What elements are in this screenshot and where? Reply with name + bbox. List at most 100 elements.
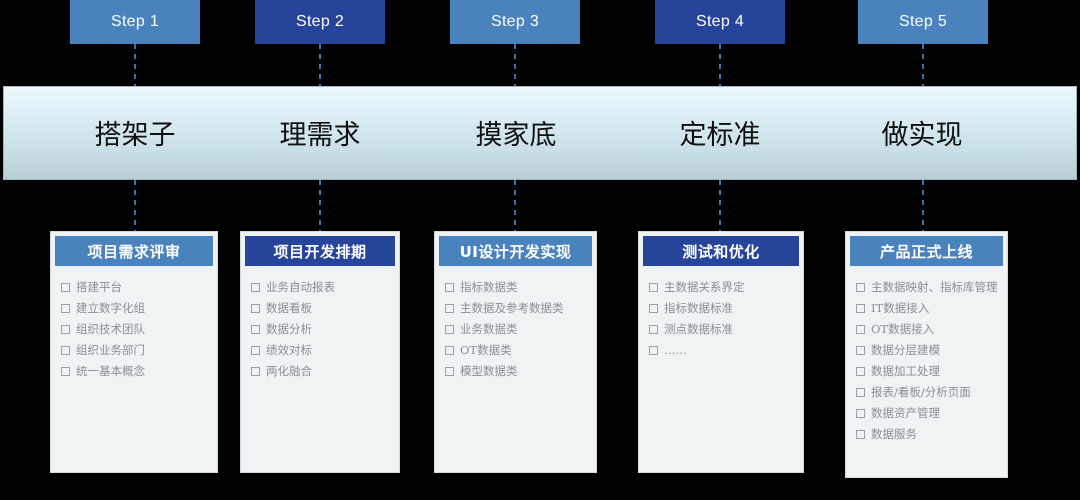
checkbox-square-icon <box>251 325 260 334</box>
step-box-1-label: Step 1 <box>110 13 160 30</box>
list-item: 指标数据标准 <box>649 299 795 318</box>
detail-card-2-list: 业务自动报表 数据看板 数据分析 绩效对标 两化融合 <box>241 266 399 391</box>
banner-label-1: 搭架子 <box>94 120 176 151</box>
list-item: 主数据及参考数据类 <box>445 299 588 318</box>
connector-step-2-lower <box>319 180 321 232</box>
connector-step-1-lower <box>134 180 136 232</box>
detail-card-5-header: 产品正式上线 <box>850 236 1003 266</box>
checkbox-square-icon <box>856 283 865 292</box>
checkbox-square-icon <box>856 325 865 334</box>
step-box-3[interactable]: Step 3 <box>450 0 580 44</box>
list-item: 组织业务部门 <box>61 341 209 360</box>
banner-label-4: 定标准 <box>679 120 761 151</box>
connector-step-1-upper <box>134 44 136 86</box>
detail-card-5: 产品正式上线 主数据映射、指标库管理 IT数据接入 OT数据接入 数据分层建模 … <box>845 231 1008 478</box>
detail-card-2-title: 项目开发排期 <box>273 242 367 261</box>
phase-banner: 搭架子 理需求 摸家底 定标准 做实现 <box>3 86 1077 180</box>
detail-card-1-list: 搭建平台 建立数字化组 组织技术团队 组织业务部门 统一基本概念 <box>51 266 217 391</box>
detail-card-3-header: UI设计开发实现 <box>439 236 592 266</box>
checkbox-square-icon <box>856 346 865 355</box>
list-item: 测点数据标准 <box>649 320 795 339</box>
list-item: 数据资产管理 <box>856 404 999 423</box>
detail-card-3-title: UI设计开发实现 <box>459 242 572 261</box>
list-item: 组织技术团队 <box>61 320 209 339</box>
checkbox-square-icon <box>61 346 70 355</box>
detail-card-5-title: 产品正式上线 <box>879 242 973 261</box>
detail-card-4-list: 主数据关系界定 指标数据标准 测点数据标准 …… <box>639 266 803 370</box>
detail-card-4-header: 测试和优化 <box>643 236 799 266</box>
list-item: 主数据映射、指标库管理 <box>856 278 999 297</box>
checkbox-square-icon <box>61 367 70 376</box>
checkbox-square-icon <box>856 304 865 313</box>
list-item: OT数据类 <box>445 341 588 360</box>
checkbox-square-icon <box>445 346 454 355</box>
list-item: IT数据接入 <box>856 299 999 318</box>
checkbox-square-icon <box>445 325 454 334</box>
list-item: 统一基本概念 <box>61 362 209 381</box>
banner-label-3: 摸家底 <box>475 120 557 151</box>
step-box-4-label: Step 4 <box>695 13 745 30</box>
connector-step-5-upper <box>922 44 924 86</box>
checkbox-square-icon <box>649 283 658 292</box>
list-item: 绩效对标 <box>251 341 391 360</box>
checkbox-square-icon <box>445 304 454 313</box>
detail-card-1-header: 项目需求评审 <box>55 236 213 266</box>
connector-step-3-upper <box>514 44 516 86</box>
list-item: 主数据关系界定 <box>649 278 795 297</box>
list-item: 业务数据类 <box>445 320 588 339</box>
detail-card-1-title: 项目需求评审 <box>87 242 181 261</box>
list-item: 两化融合 <box>251 362 391 381</box>
list-item: 模型数据类 <box>445 362 588 381</box>
list-item: 数据分层建模 <box>856 341 999 360</box>
step-box-3-label: Step 3 <box>490 13 540 30</box>
connector-step-2-upper <box>319 44 321 86</box>
connector-step-4-upper <box>719 44 721 86</box>
banner-label-5: 做实现 <box>881 120 963 151</box>
list-item: 搭建平台 <box>61 278 209 297</box>
list-item: 业务自动报表 <box>251 278 391 297</box>
checkbox-square-icon <box>251 304 260 313</box>
checkbox-square-icon <box>61 283 70 292</box>
step-box-1[interactable]: Step 1 <box>70 0 200 44</box>
checkbox-square-icon <box>251 367 260 376</box>
checkbox-square-icon <box>61 304 70 313</box>
step-box-5-label: Step 5 <box>898 13 948 30</box>
detail-card-2-header: 项目开发排期 <box>245 236 395 266</box>
checkbox-square-icon <box>856 409 865 418</box>
detail-card-2: 项目开发排期 业务自动报表 数据看板 数据分析 绩效对标 两化融合 <box>240 231 400 473</box>
step-box-4[interactable]: Step 4 <box>655 0 785 44</box>
connector-step-3-lower <box>514 180 516 232</box>
checkbox-square-icon <box>649 325 658 334</box>
checkbox-square-icon <box>649 346 658 355</box>
list-item: 数据分析 <box>251 320 391 339</box>
step-box-2[interactable]: Step 2 <box>255 0 385 44</box>
detail-card-3-list: 指标数据类 主数据及参考数据类 业务数据类 OT数据类 模型数据类 <box>435 266 596 391</box>
list-item: 建立数字化组 <box>61 299 209 318</box>
list-item: 数据加工处理 <box>856 362 999 381</box>
checkbox-square-icon <box>61 325 70 334</box>
list-item: 数据看板 <box>251 299 391 318</box>
list-item: 指标数据类 <box>445 278 588 297</box>
checkbox-square-icon <box>445 367 454 376</box>
detail-card-3: UI设计开发实现 指标数据类 主数据及参考数据类 业务数据类 OT数据类 模型数… <box>434 231 597 473</box>
checkbox-square-icon <box>445 283 454 292</box>
list-item: 数据服务 <box>856 425 999 444</box>
detail-card-1: 项目需求评审 搭建平台 建立数字化组 组织技术团队 组织业务部门 统一基本概念 <box>50 231 218 473</box>
checkbox-square-icon <box>649 304 658 313</box>
checkbox-square-icon <box>251 283 260 292</box>
detail-card-4: 测试和优化 主数据关系界定 指标数据标准 测点数据标准 …… <box>638 231 804 473</box>
detail-card-5-list: 主数据映射、指标库管理 IT数据接入 OT数据接入 数据分层建模 数据加工处理 … <box>846 266 1007 454</box>
connector-step-5-lower <box>922 180 924 232</box>
banner-label-2: 理需求 <box>279 120 361 151</box>
step-box-5[interactable]: Step 5 <box>858 0 988 44</box>
checkbox-square-icon <box>856 388 865 397</box>
list-item: 报表/看板/分析页面 <box>856 383 999 402</box>
list-item: …… <box>649 341 795 360</box>
checkbox-square-icon <box>856 430 865 439</box>
detail-card-4-title: 测试和优化 <box>682 242 760 261</box>
connector-step-4-lower <box>719 180 721 232</box>
checkbox-square-icon <box>251 346 260 355</box>
checkbox-square-icon <box>856 367 865 376</box>
list-item: OT数据接入 <box>856 320 999 339</box>
